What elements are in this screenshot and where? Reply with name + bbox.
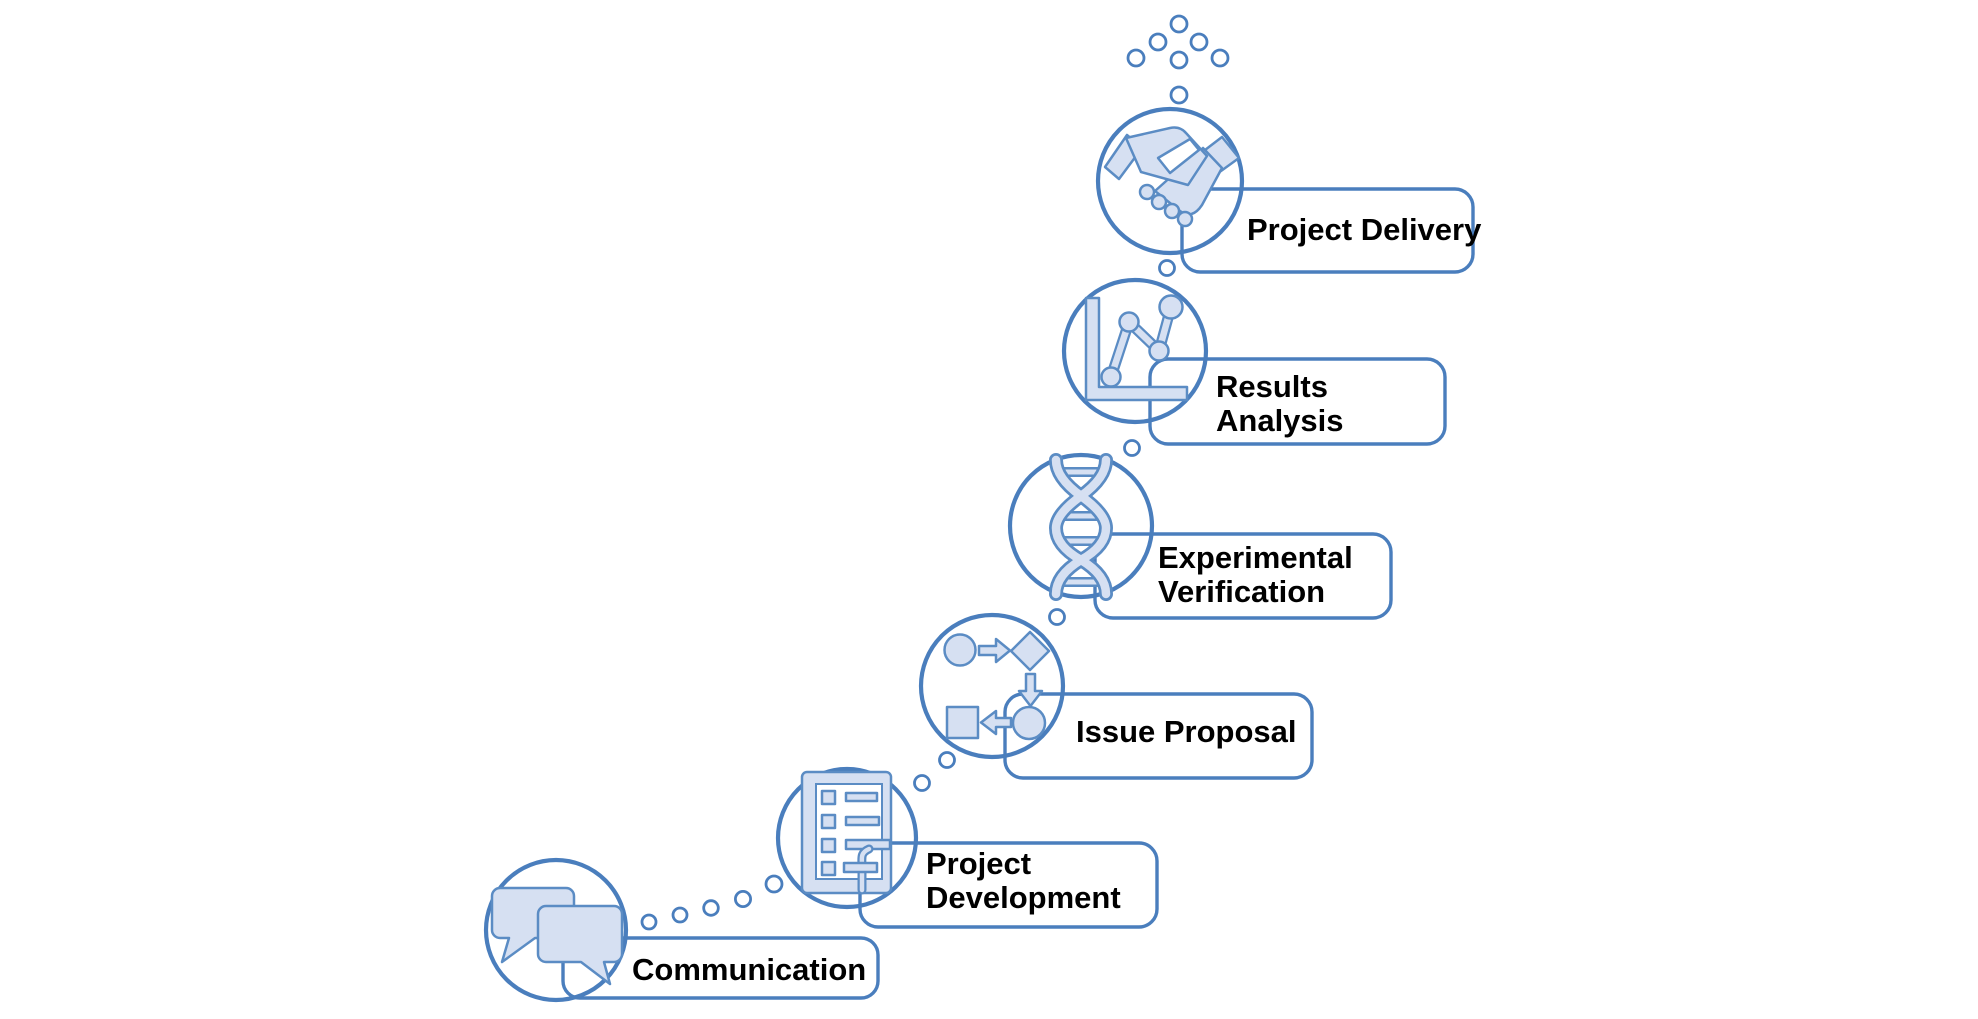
project-development-label-line1: Project (926, 846, 1031, 881)
dna-helix-icon (1048, 453, 1114, 601)
checklist-icon (800, 770, 893, 895)
results-analysis-label-box (1148, 357, 1447, 446)
issue-proposal-label: Issue Proposal (1076, 714, 1297, 749)
trail-dot (671, 906, 689, 924)
flowchart-icon (943, 630, 1051, 741)
speech-bubbles-icon (490, 886, 624, 986)
arrow-right (977, 637, 1012, 664)
arrow-down (1017, 672, 1044, 708)
bubble-trail-cluster (1126, 14, 1230, 70)
trail-dot (1148, 32, 1168, 52)
step-results-analysis: Results Analysis (1061, 277, 1447, 446)
experimental-verification-label-line1: Experimental (1158, 540, 1353, 575)
trail-dot (1169, 14, 1189, 34)
communication-label-box (561, 936, 880, 1000)
issue-proposal-circle (918, 612, 1066, 760)
trail-dot (764, 874, 784, 894)
communication-label: Communication (632, 952, 866, 987)
step-experimental-verification: Experimental Verification (1007, 452, 1393, 620)
step-communication: Communication (483, 857, 880, 1003)
dotted-trail (640, 85, 1189, 931)
trail-dot (1169, 50, 1189, 70)
decision-diamond (1009, 630, 1051, 672)
project-development-label-line2: Development (926, 880, 1121, 915)
line-chart-icon (1084, 294, 1189, 402)
results-analysis-label-line1: Results (1216, 369, 1328, 404)
trail-dot (1126, 48, 1146, 68)
handshake-icon (1103, 126, 1241, 228)
trail-dot (1048, 608, 1066, 626)
trail-dot (938, 751, 956, 769)
trail-dot (1210, 48, 1230, 68)
trail-dot (702, 899, 720, 917)
step-issue-proposal: Issue Proposal (918, 612, 1314, 780)
trail-dot (913, 774, 931, 792)
experimental-verification-label-line2: Verification (1158, 574, 1325, 609)
trail-dot (1189, 32, 1209, 52)
experimental-verification-circle (1007, 452, 1155, 600)
results-analysis-label-line2: Analysis (1216, 403, 1344, 438)
trail-dot (1123, 439, 1141, 457)
project-delivery-label-box (1180, 187, 1475, 274)
trail-dot (1158, 259, 1176, 277)
trail-dot (1169, 85, 1189, 105)
step-project-delivery: Project Delivery (1095, 106, 1482, 274)
project-delivery-label: Project Delivery (1247, 212, 1482, 247)
trail-dot (640, 913, 658, 931)
arrow-left (979, 709, 1013, 736)
issue-proposal-label-box (1003, 692, 1314, 780)
step-project-development: Project Development (775, 766, 1159, 929)
trail-dot (734, 890, 753, 909)
